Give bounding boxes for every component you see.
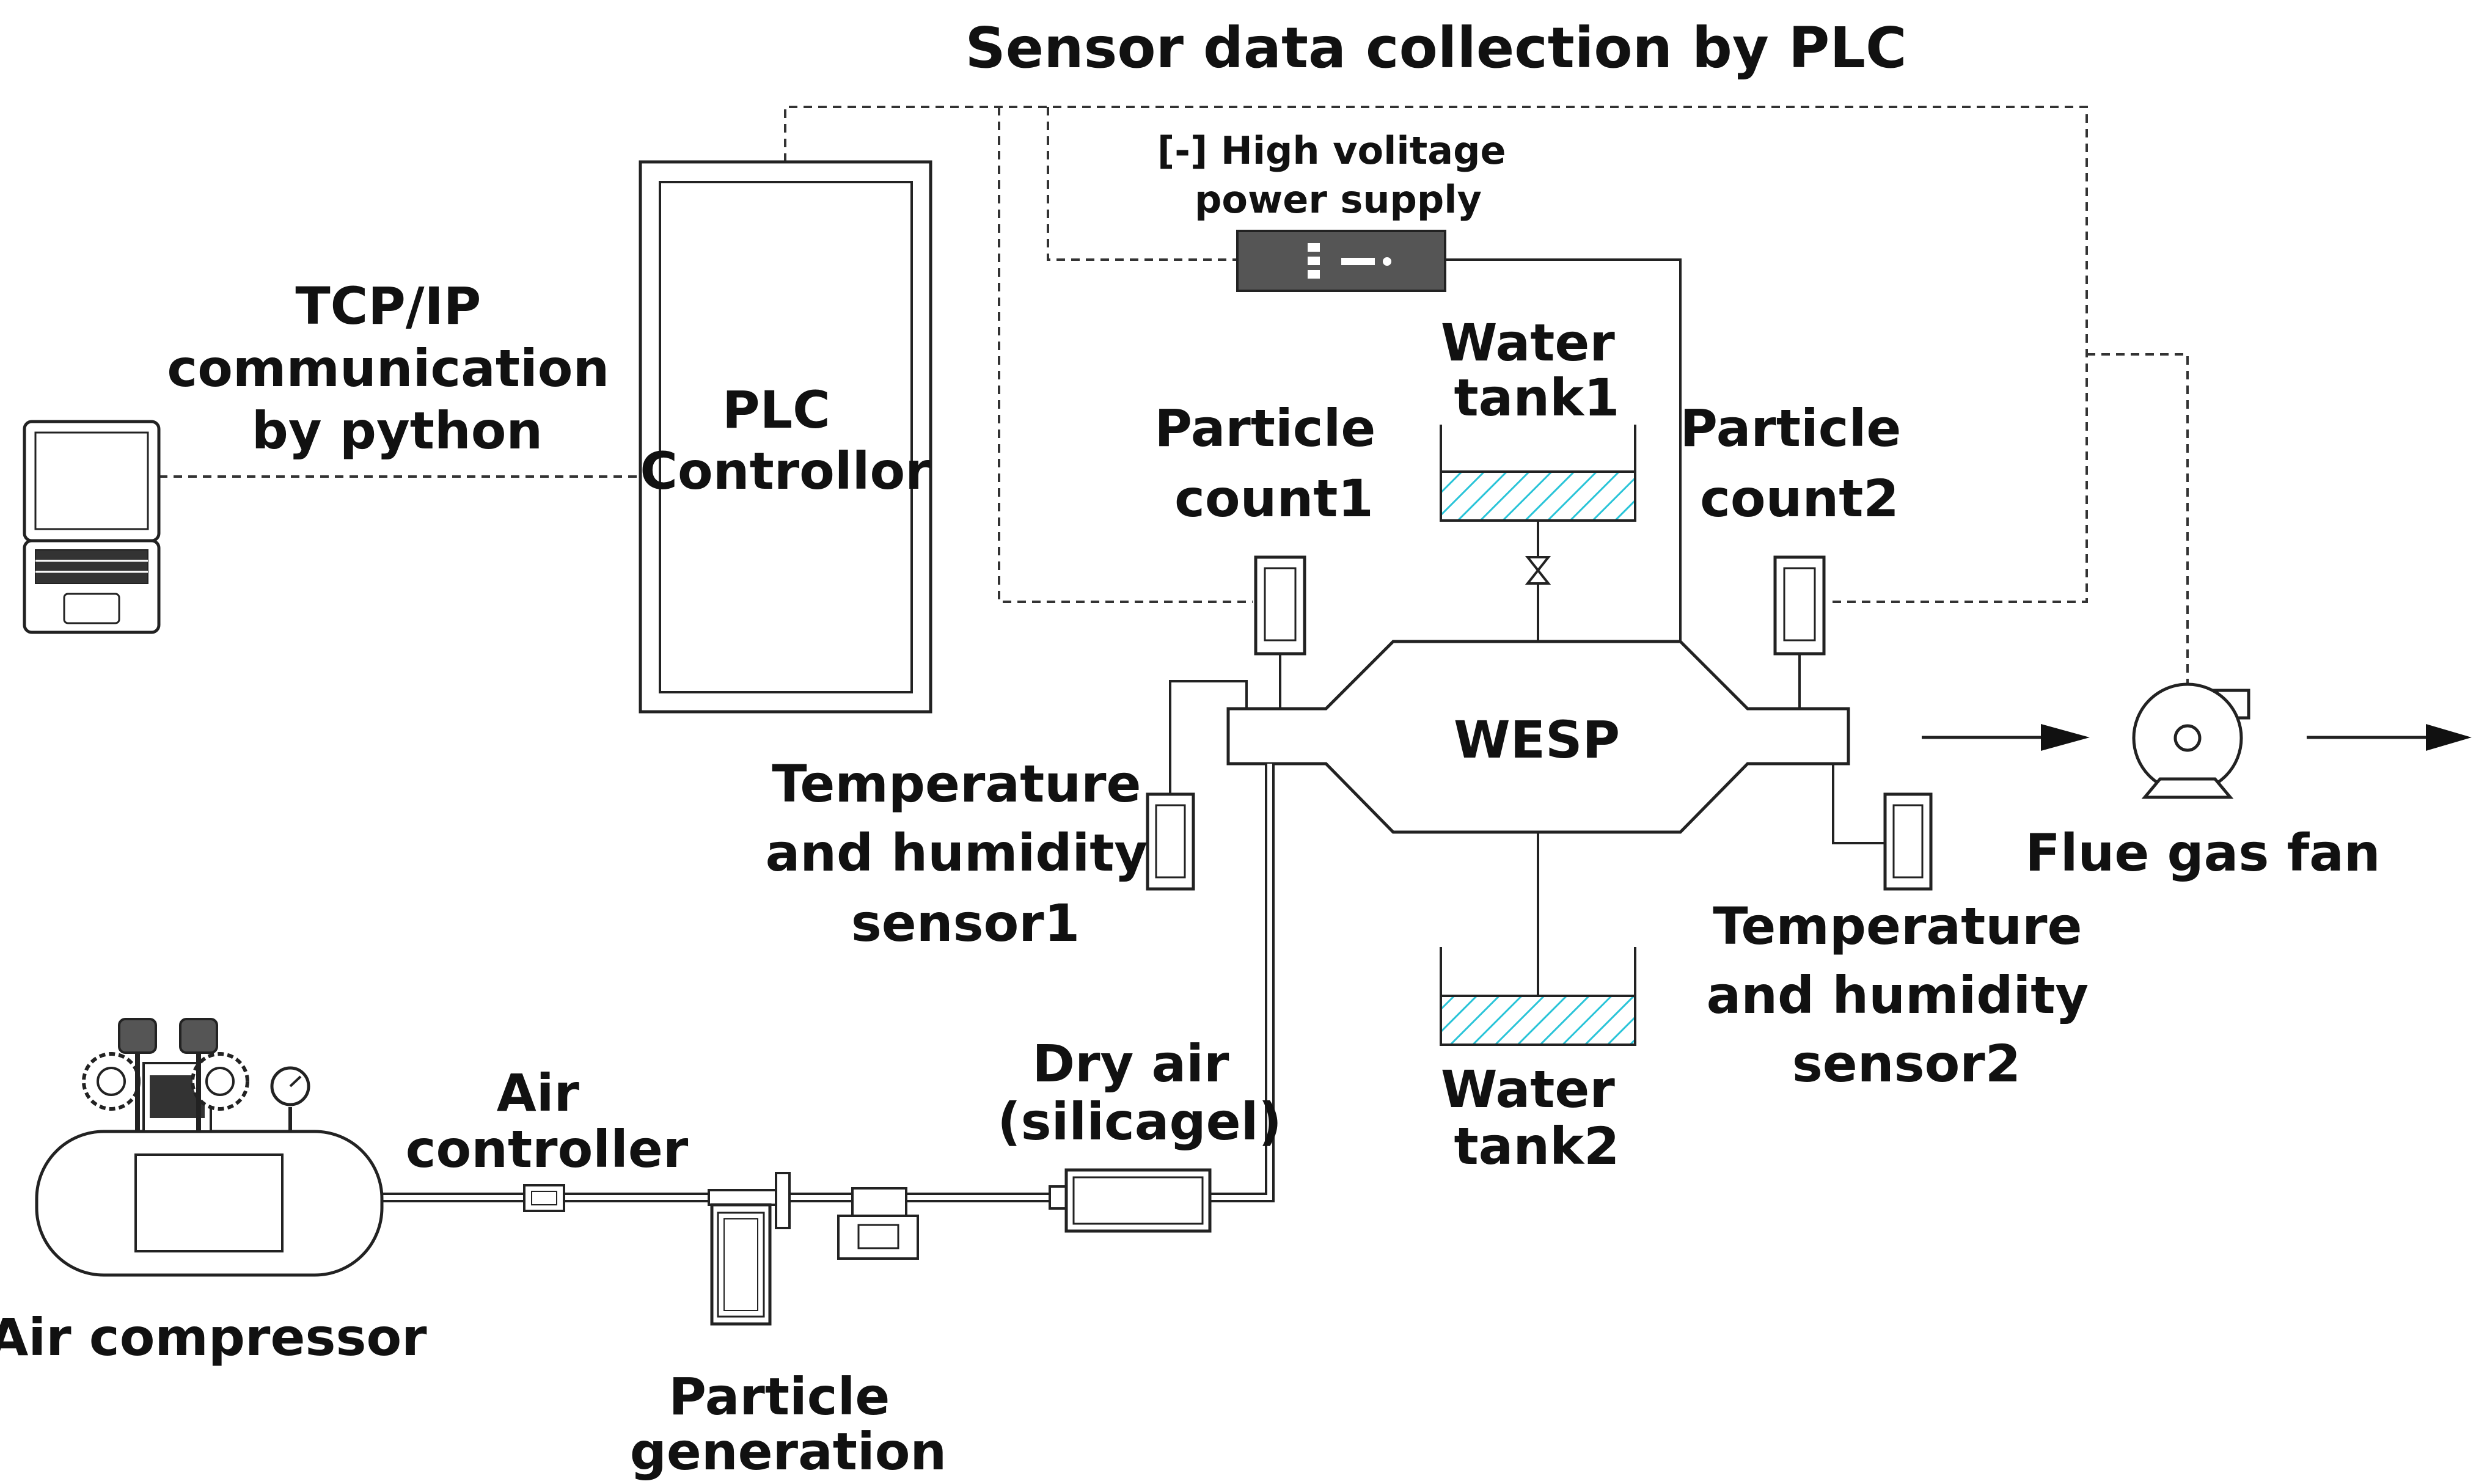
flue-gas-fan-label: Flue gas fan — [2025, 823, 2380, 883]
dry-air-canister — [1049, 1168, 1212, 1233]
air-compressor-icon — [35, 1018, 384, 1277]
particle-counter2 — [1773, 555, 1826, 709]
air-compressor-label: Air compressor — [0, 1307, 427, 1367]
water-tank2-label: Water tank2 — [1441, 1059, 1633, 1176]
water-tank2 — [1440, 947, 1636, 1046]
laptop-icon — [23, 420, 161, 634]
particle-generation-label: Particle generation — [630, 1367, 947, 1482]
wesp-label: WESP — [1454, 710, 1620, 770]
plc-label: PLC Controllor — [640, 380, 931, 501]
signal-lines — [159, 106, 2189, 687]
flow-arrow-to-fan — [1922, 724, 2090, 751]
particle-generator — [708, 1172, 791, 1326]
air-supply-pipe — [379, 764, 1275, 1202]
water-tank1 — [1440, 425, 1636, 522]
flue-gas-fan-icon — [2132, 682, 2250, 799]
wesp-unit: WESP — [1226, 640, 1850, 834]
th-sensor2-label: Temperature and humidity sensor2 — [1707, 896, 2107, 1094]
air-controller — [523, 1184, 565, 1212]
dry-air-label: Dry air (silicagel) — [997, 1034, 1282, 1152]
tcp-ip-label: TCP/IP communication by python — [167, 276, 627, 461]
hv-power-supply — [1236, 230, 1446, 292]
th-sensor2 — [1832, 764, 1933, 891]
valve-icon — [1525, 521, 1551, 641]
air-controller-label: Air controller — [406, 1063, 689, 1179]
regulator — [837, 1187, 919, 1260]
water-tank1-label: Water tank1 — [1441, 313, 1633, 428]
th-sensor1 — [1146, 680, 1248, 891]
particle-count2-label: Particle count2 — [1680, 398, 1919, 528]
plc-controller: PLC Controllor — [639, 160, 932, 714]
th-sensor1-label: Temperature and humidity sensor1 — [766, 754, 1166, 953]
particle-counter1 — [1254, 555, 1306, 709]
flow-arrow-exhaust — [2307, 724, 2472, 751]
particle-count1-label: Particle count1 — [1154, 398, 1393, 528]
hv-supply-label: [-] High volitage power supply — [1157, 128, 1519, 222]
diagram-title: Sensor data collection by PLC — [965, 15, 1907, 81]
